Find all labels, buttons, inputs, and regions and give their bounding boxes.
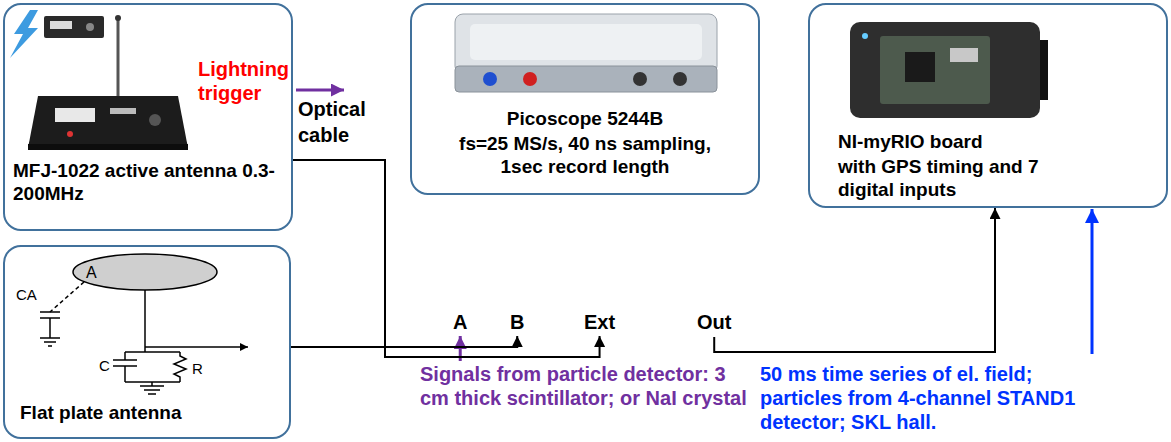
antenna-photo-part: [117, 18, 120, 96]
box-text: Flat plate antenna: [20, 402, 282, 425]
antenna-photo-part: [67, 131, 73, 137]
port-label: Ext: [584, 310, 615, 334]
antenna-photo-part: [86, 23, 94, 31]
box-text: MFJ-1022 active antenna 0.3-200MHz: [13, 160, 285, 206]
myrio-board-photo-part: [880, 36, 990, 104]
myrio-board-photo-part: [850, 22, 1040, 118]
flat-plate-circuit-part: [49, 318, 51, 338]
box-text: fs=25 MS/s, 40 ns sampling, 1sec record …: [440, 133, 730, 179]
box-text: Picoscope 5244B: [422, 108, 748, 131]
port-label: B: [510, 310, 524, 334]
antenna-photo: [28, 15, 188, 150]
flat-plate-circuit-part: [124, 352, 126, 360]
antenna-photo-part: [50, 21, 72, 29]
myrio-board-photo-part: [1040, 40, 1048, 100]
cable-label: Optical cable: [298, 96, 398, 148]
data-note: 50 ms time series of el. field; particle…: [760, 362, 1120, 434]
box-text: with GPS timing and 7 digital inputs: [838, 156, 1093, 202]
picoscope-photo-part: [455, 66, 717, 92]
plate-label: A: [86, 263, 97, 282]
picoscope-photo-part: [523, 72, 537, 86]
myrio-board-photo-part: [862, 33, 868, 39]
flat-plate-circuit-part: [148, 393, 156, 395]
flat-plate-circuit-part: [144, 290, 146, 352]
port-label: Out: [697, 310, 731, 334]
port-label: A: [453, 310, 467, 334]
device-box: Lightning triggerMFJ-1022 active antenna…: [3, 3, 293, 231]
flat-plate-circuit: [40, 254, 248, 394]
optical-cable-arrow-part: [296, 89, 344, 92]
picoscope-photo: [455, 14, 717, 92]
optical-cable-arrow: [296, 90, 344, 91]
component-label: R: [192, 360, 203, 378]
myrio-board-photo: [850, 22, 1048, 118]
picoscope-photo-part: [483, 72, 497, 86]
picoscope-photo-part: [455, 14, 717, 74]
flat-plate-circuit-part: [73, 254, 217, 290]
myrio-board-photo-part: [905, 52, 935, 82]
antenna-photo-part: [28, 96, 188, 148]
antenna-photo-part: [149, 114, 161, 126]
flat-plate-circuit-part: [124, 366, 126, 382]
signal-cable: [293, 160, 600, 357]
flat-plate-circuit-part: [50, 282, 84, 312]
picoscope-photo-part: [633, 72, 647, 86]
flat-plate-circuit-part: [145, 346, 248, 348]
flat-plate-circuit-part: [113, 359, 137, 361]
picoscope-photo-part: [673, 72, 687, 86]
flat-plate-circuit-part: [48, 345, 52, 347]
flat-plate-circuit-part: [140, 385, 164, 387]
device-box: NI-myRIO boardwith GPS timing and 7 digi…: [808, 3, 1168, 208]
component-label: CA: [16, 286, 37, 304]
leader-arrows: [460, 209, 1092, 361]
flat-plate-circuit-part: [40, 337, 60, 339]
flat-plate-circuit-part: [144, 389, 160, 391]
signal-note: Signals from particle detector: 3 cm thi…: [420, 362, 755, 410]
box-text: NI-myRIO board: [838, 131, 1138, 154]
signal-cable: [291, 336, 517, 347]
antenna-photo-part: [55, 108, 95, 122]
flat-plate-circuit-part: [174, 352, 186, 382]
box-text: Lightning trigger: [198, 57, 289, 105]
device-box: Flat plate antenna: [3, 245, 291, 439]
antenna-photo-part: [44, 16, 104, 38]
lightning-bolt-icon-part: [10, 10, 38, 58]
antenna-photo-part: [110, 108, 136, 114]
signal-cable: [714, 208, 995, 352]
flat-plate-circuit-part: [40, 311, 60, 313]
data-leader-arrow: [1091, 209, 1094, 354]
lightning-bolt-icon: [10, 10, 38, 58]
picoscope-photo-part: [470, 24, 702, 60]
antenna-photo-part: [28, 144, 188, 150]
antenna-photo-part: [115, 15, 121, 21]
myrio-board-photo-part: [950, 48, 978, 62]
flat-plate-circuit-part: [44, 341, 56, 343]
flat-plate-circuit-part: [125, 351, 180, 353]
device-box: Picoscope 5244Bfs=25 MS/s, 40 ns samplin…: [410, 3, 760, 195]
component-label: C: [99, 357, 110, 375]
